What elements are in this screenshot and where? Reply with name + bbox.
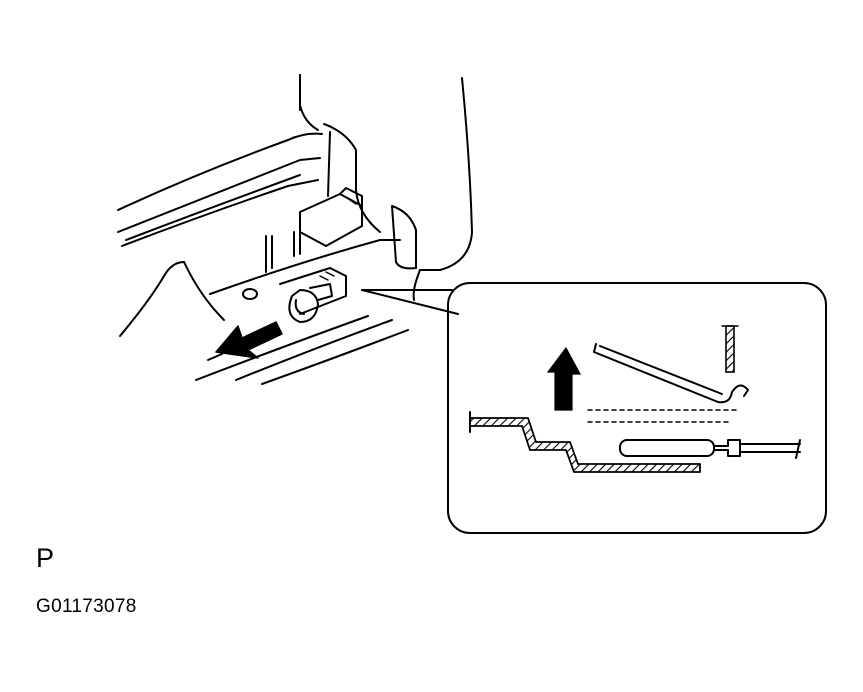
lift-direction-arrow [546, 346, 582, 411]
pull-direction-arrow [215, 321, 283, 359]
view-letter-label: P [36, 543, 55, 573]
detail-inset [447, 282, 827, 534]
figure-code-label: G01173078 [36, 596, 137, 617]
main-scene [117, 74, 473, 385]
callout-leader [361, 289, 459, 315]
